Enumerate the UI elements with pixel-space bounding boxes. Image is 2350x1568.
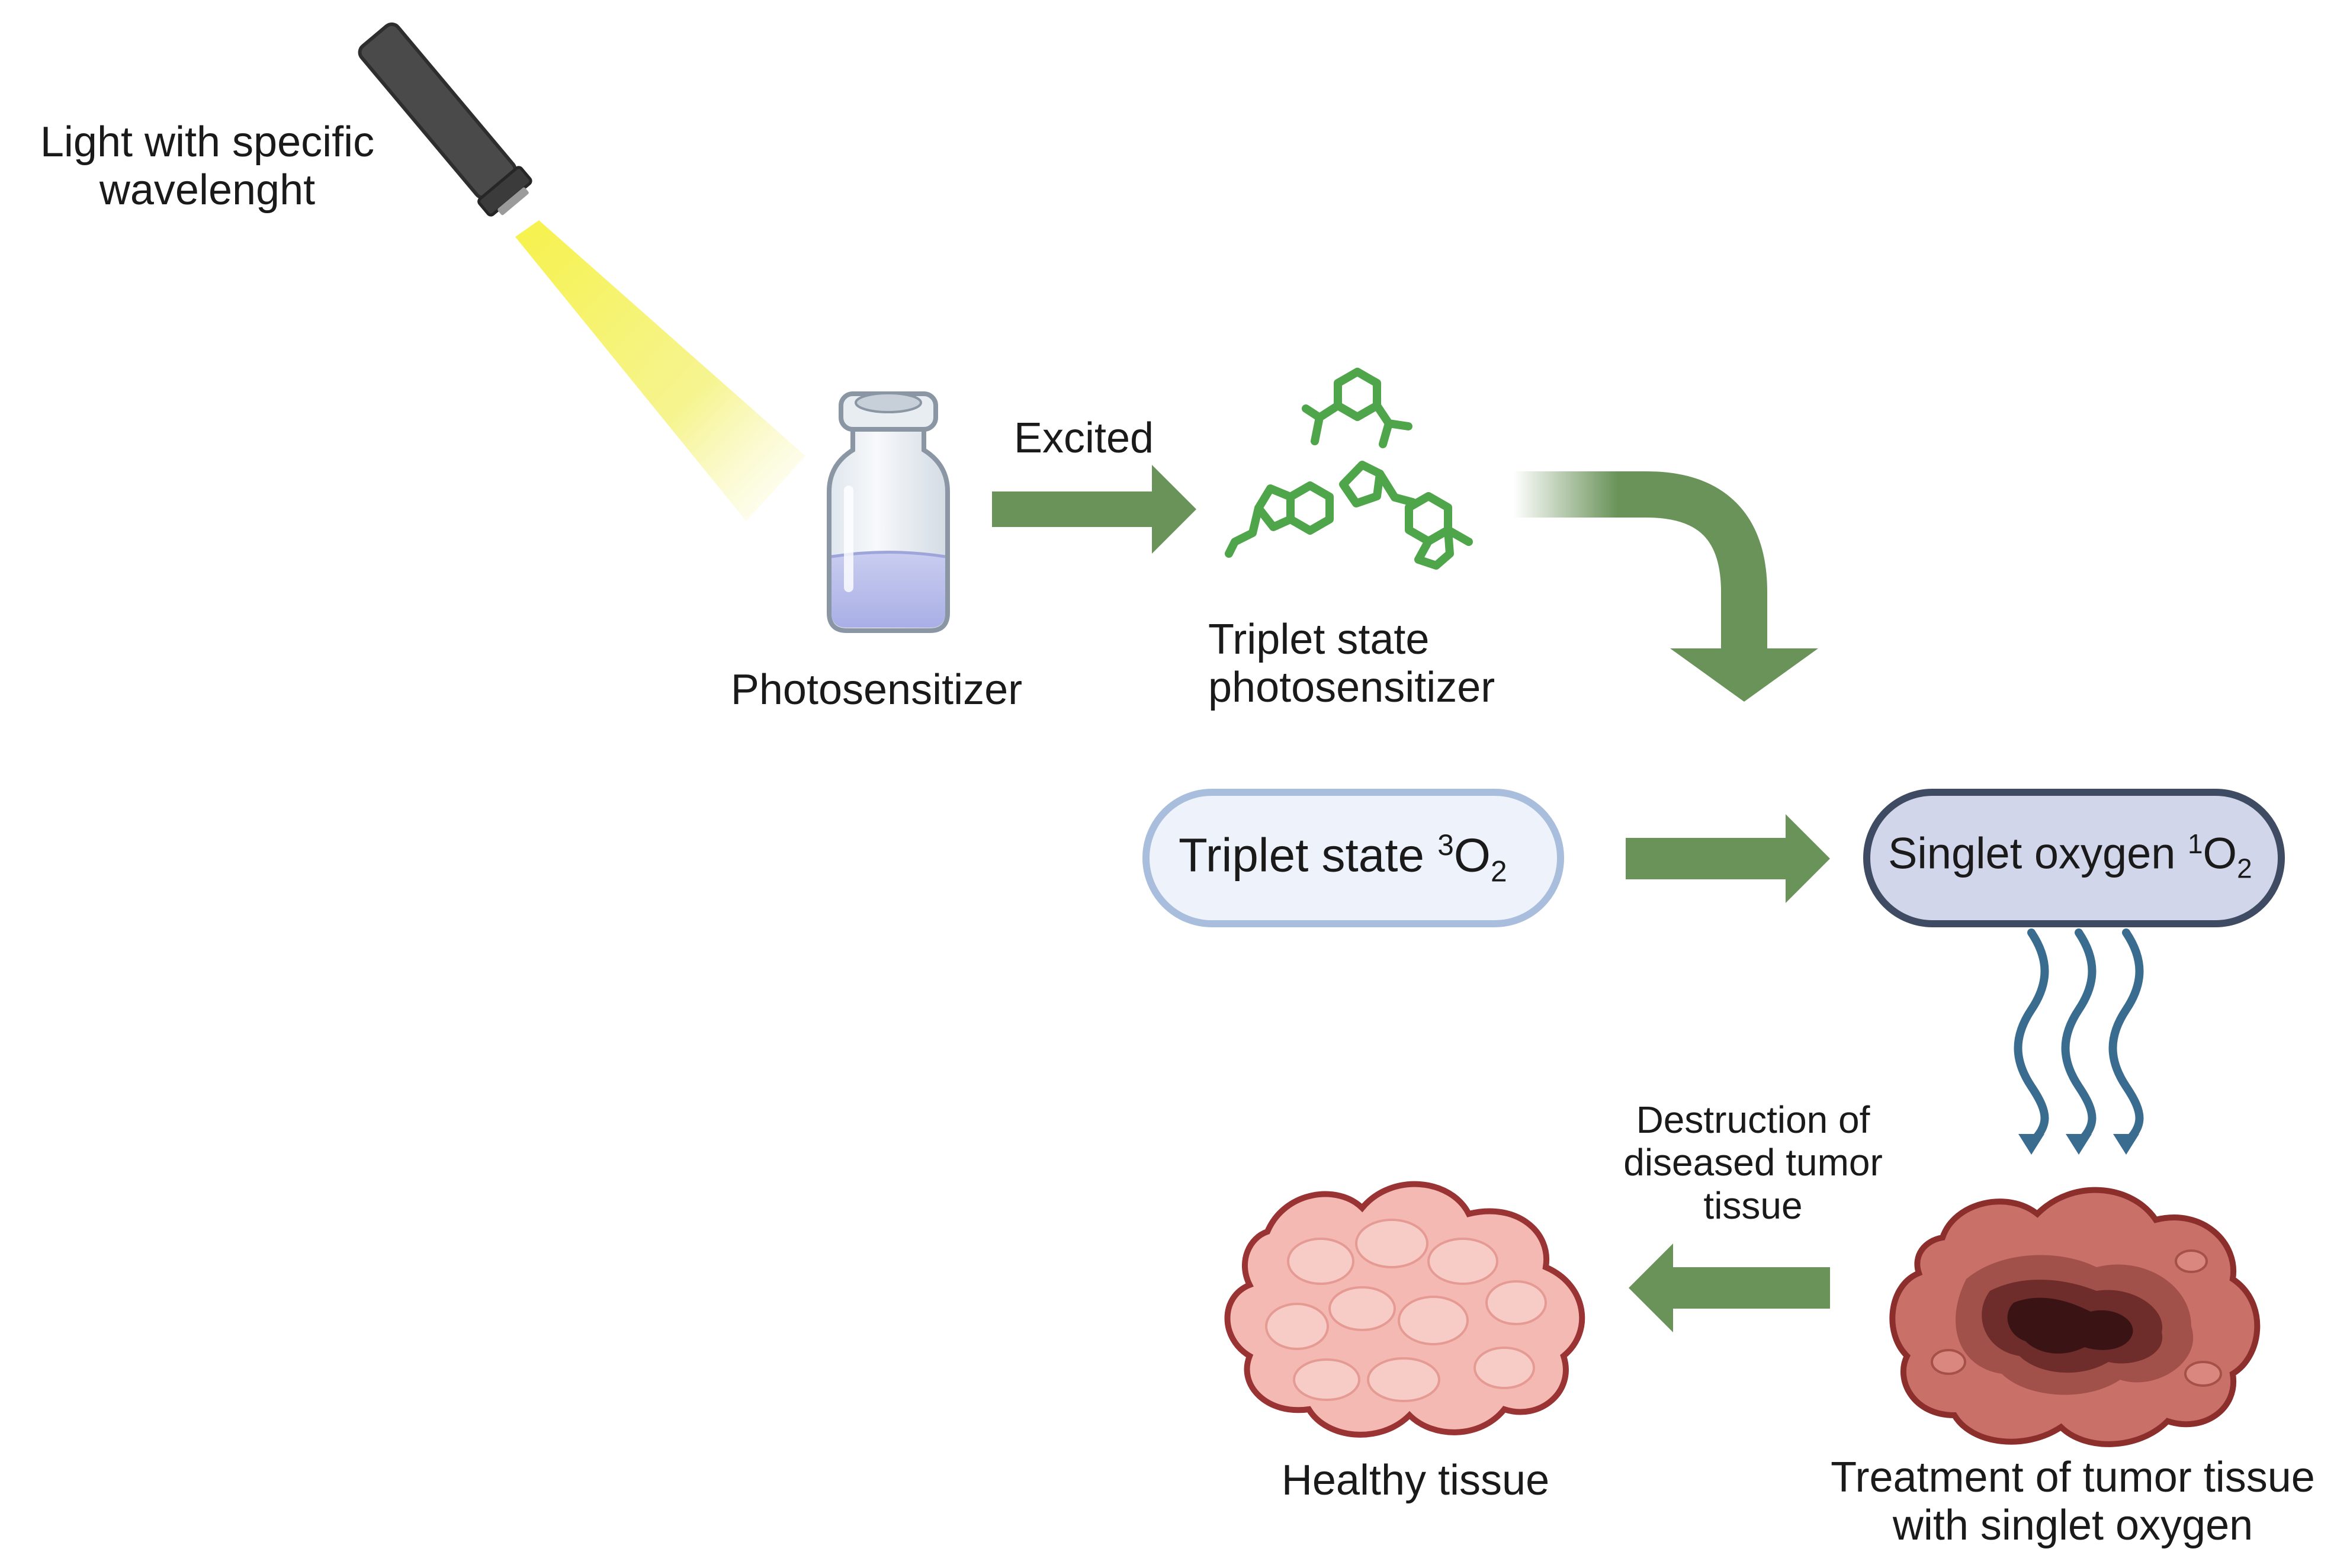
photosensitizer-label: Photosensitizer [730,666,1023,714]
wave-arrows-icon [2014,928,2144,1147]
molecule-icon [1225,368,1473,570]
triplet-photosensitizer-label: Triplet state photosensitizer [1208,616,1495,712]
singlet-o2-pill [1863,789,2285,927]
arrow-excited [992,465,1196,554]
tumor-tissue-icon [1889,1187,2261,1447]
arrow-destruction [1629,1244,1830,1332]
healthy-tissue-label: Healthy tissue [1281,1457,1550,1504]
flashlight-icon [358,22,805,521]
curved-arrow [1513,471,1818,702]
light-beam [515,220,805,521]
excited-label: Excited [1013,415,1154,462]
triplet-o2-pill [1142,789,1564,927]
photosensitizer-vial-icon [827,391,950,633]
arrow-to-singlet [1626,814,1830,903]
healthy-tissue-icon [1224,1181,1585,1438]
light-label: Light with specific wavelenght [40,118,375,214]
singlet-o2-label: Singlet oxygen 1O2 [1888,828,2252,884]
treatment-label: Treatment of tumor tissue with singlet o… [1831,1454,2315,1550]
wave-arrowheads [2018,1134,2139,1155]
destruction-label: Destruction of diseased tumor tissue [1623,1098,1883,1227]
triplet-o2-label: Triplet state 3O2 [1179,828,1507,888]
